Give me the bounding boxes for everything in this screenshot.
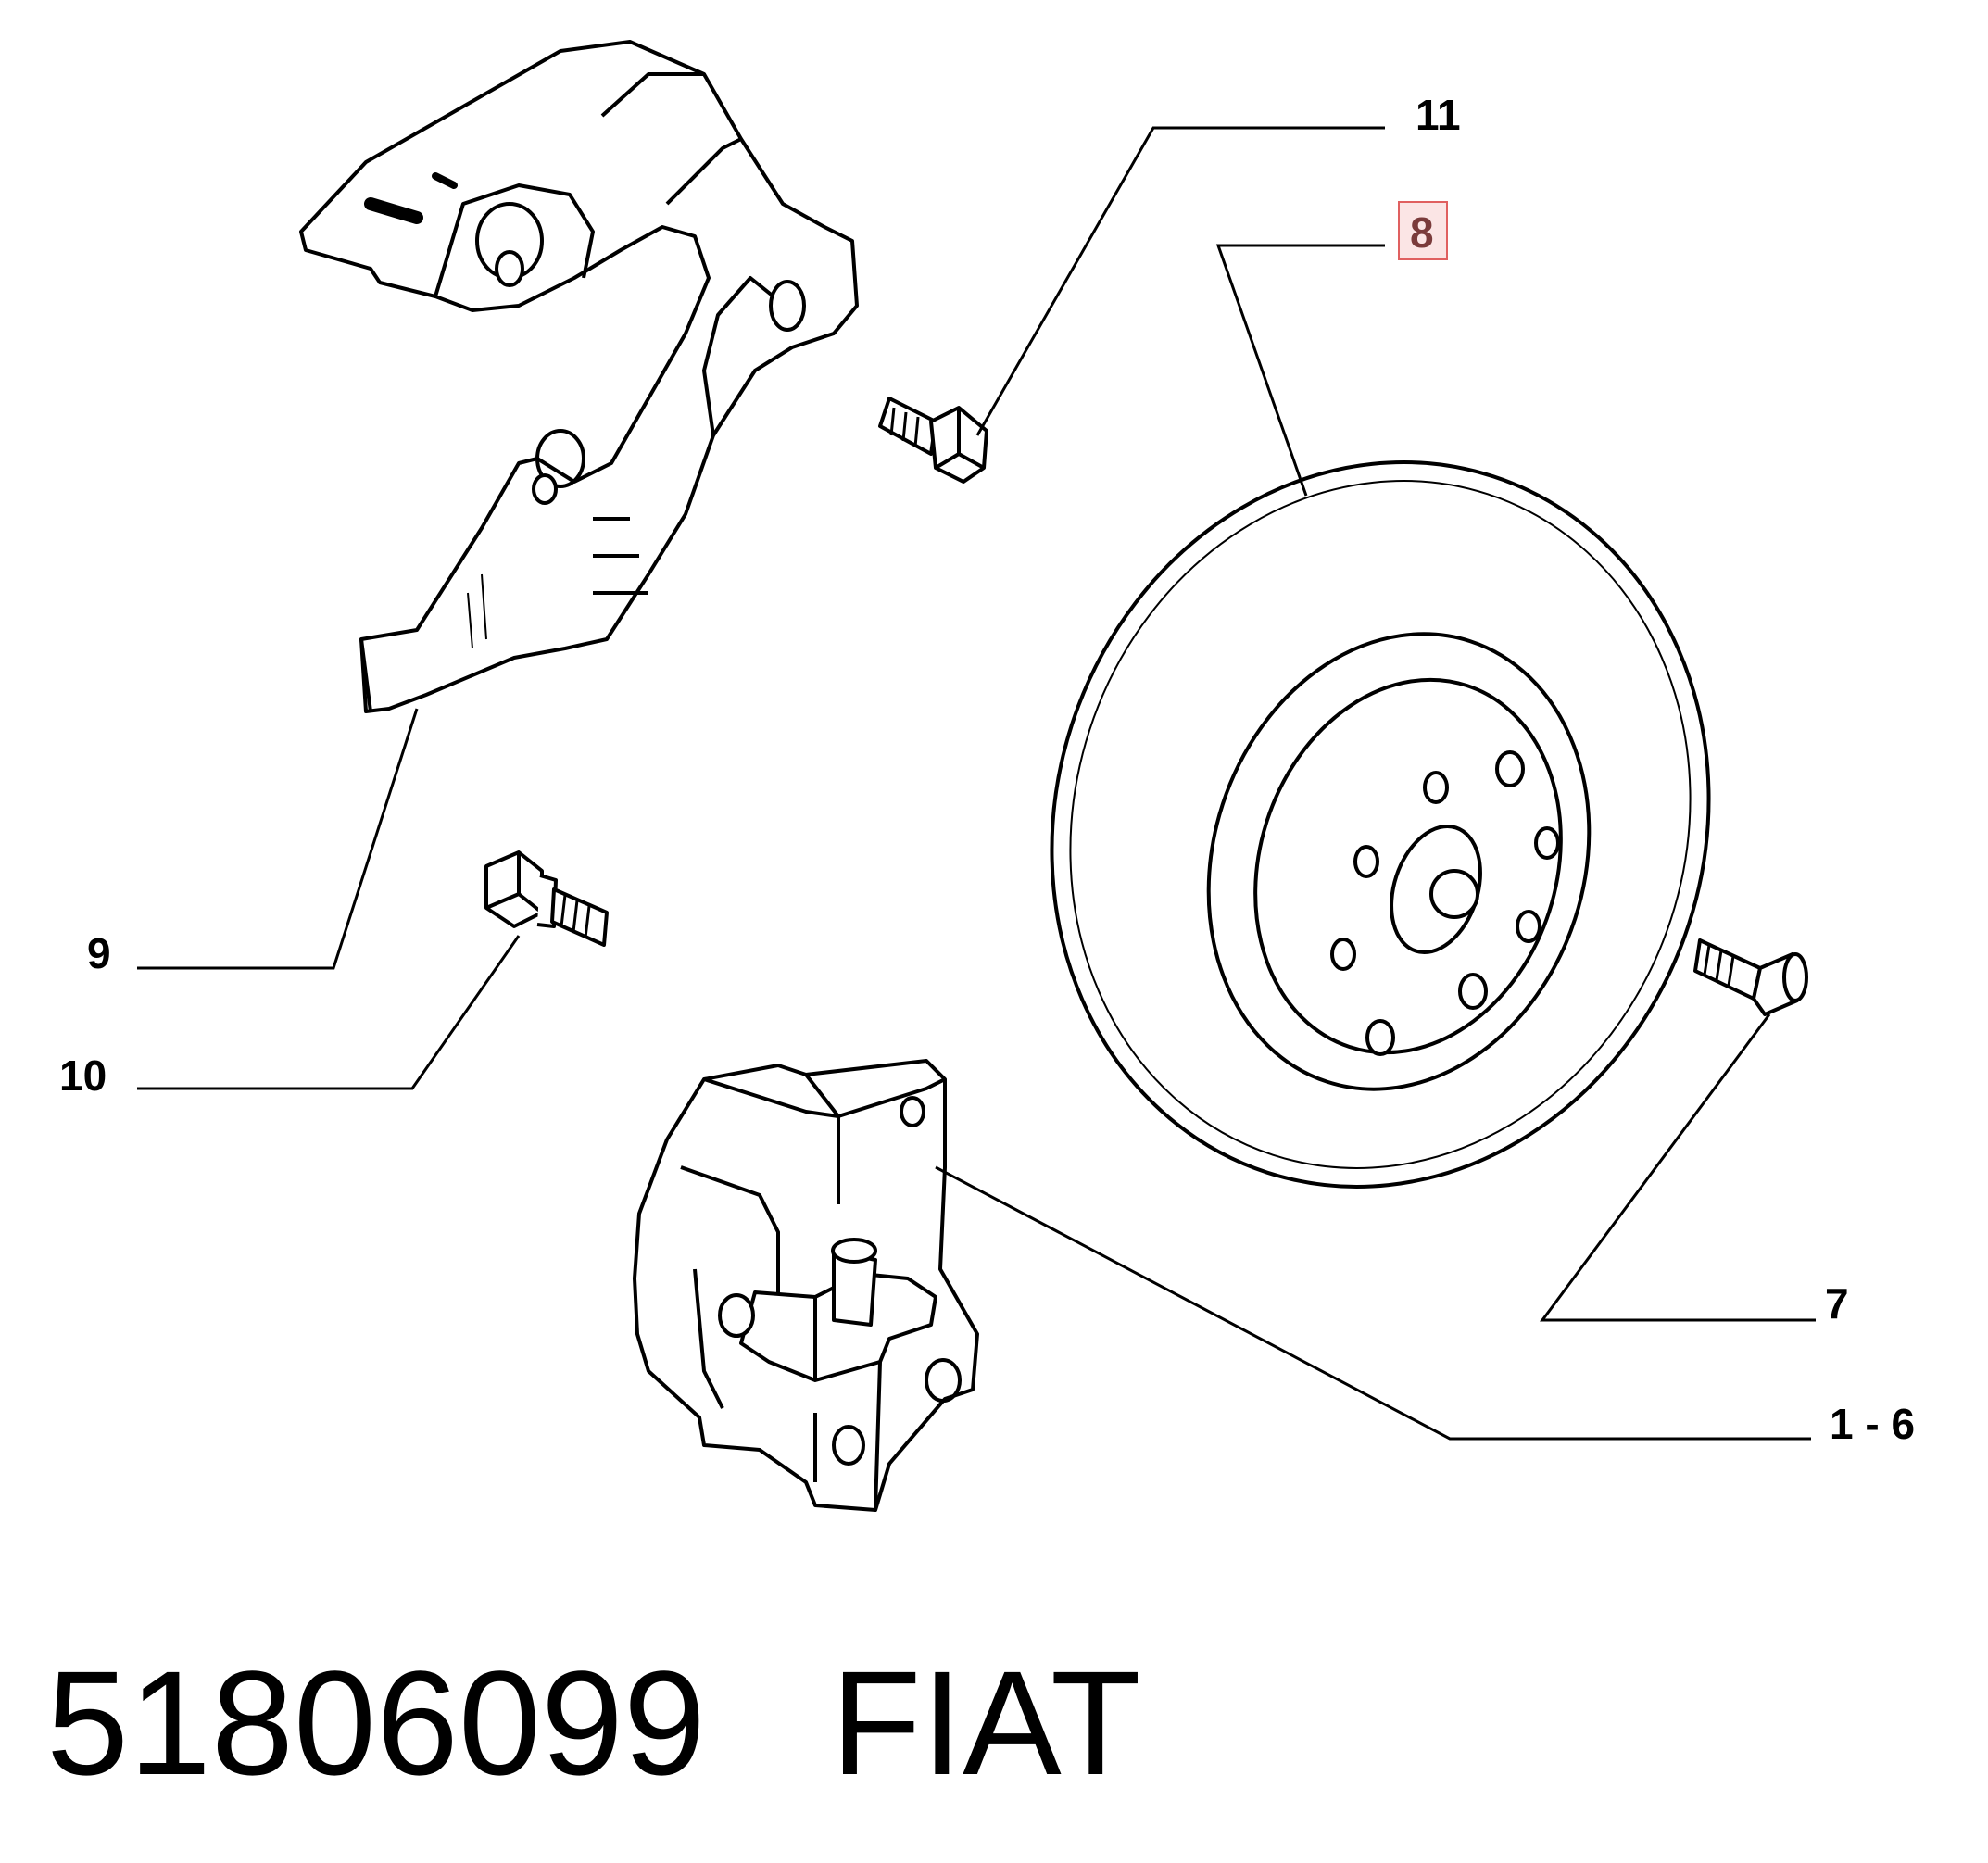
part-number: 51806099 [46, 1640, 706, 1806]
leader-line-7 [1540, 1013, 1816, 1322]
brand-name: FIAT [830, 1640, 1141, 1806]
leader-line-8 [1215, 244, 1385, 497]
part-9-dust-shield [299, 40, 859, 713]
part-8-brake-disc [1050, 460, 1711, 1189]
callout-8-highlight-box [1398, 201, 1448, 260]
callout-7: 7 [1825, 1279, 1849, 1328]
callout-9: 9 [87, 929, 111, 977]
part-11-hex-bolt [878, 397, 988, 484]
leader-lines [137, 126, 1816, 1441]
callout-11: 11 [1416, 91, 1461, 139]
leader-line-11 [975, 126, 1385, 436]
part-7-disc-screw [1693, 938, 1808, 1016]
part-10-flanged-bolt [484, 850, 609, 947]
leader-line-1-6 [935, 1165, 1811, 1441]
callout-1-6: 1 - 6 [1830, 1400, 1915, 1448]
exploded-parts-diagram: 11 8 9 10 7 1 - 6 [59, 40, 1915, 1512]
callout-10: 10 [59, 1051, 107, 1100]
part-1-6-brake-caliper [633, 1059, 979, 1512]
leader-line-9 [137, 708, 419, 970]
callout-8: 8 [1410, 208, 1434, 257]
footer-caption: 51806099 FIAT [46, 1630, 1141, 1816]
leader-line-10 [137, 935, 521, 1090]
